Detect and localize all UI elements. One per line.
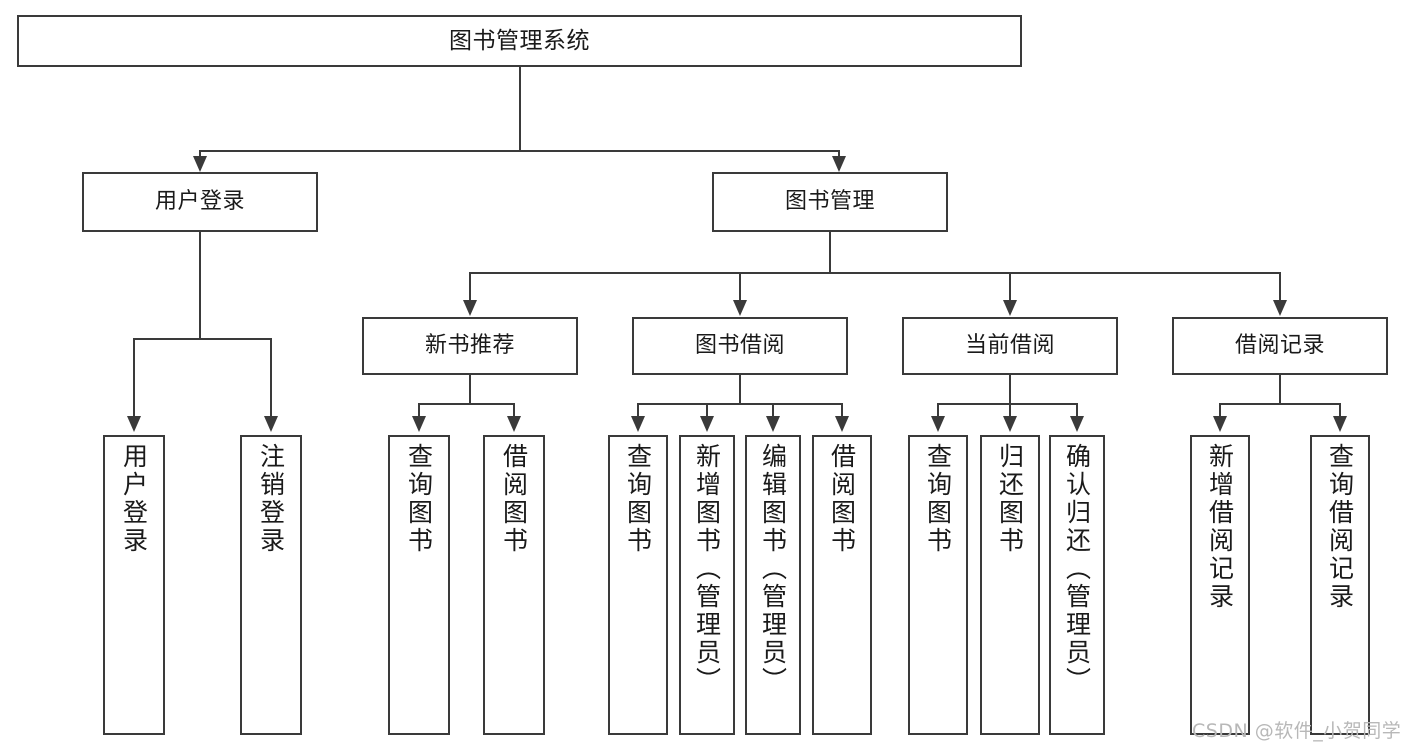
node-leaf-edit-book[interactable]: 编辑图书（管理员） <box>745 435 801 735</box>
node-leaf-query-book-br[interactable]: 查询图书 <box>608 435 668 735</box>
node-borrow-record-label: 借阅记录 <box>1234 332 1325 358</box>
edge-bb-drop-3 <box>772 403 774 418</box>
node-leaf-add-book-label: 新增图书（管理员） <box>692 443 722 695</box>
edge-bb-drop-1 <box>637 403 639 418</box>
node-leaf-confirm-return[interactable]: 确认归还（管理员） <box>1049 435 1105 735</box>
node-new-book-recommend[interactable]: 新书推荐 <box>362 317 578 375</box>
node-leaf-user-login-label: 用户登录 <box>119 443 149 555</box>
edge-bm-drop-2 <box>739 272 741 302</box>
node-leaf-borrow-book-rec[interactable]: 借阅图书 <box>483 435 545 735</box>
node-leaf-logout-login-label: 注销登录 <box>256 443 286 555</box>
arrow-to-leaf-borrow-book-br <box>835 416 849 432</box>
arrow-to-leaf-confirm-return <box>1070 416 1084 432</box>
node-book-borrow-label: 图书借阅 <box>694 332 785 358</box>
arrow-to-leaf-query-book-rec <box>412 416 426 432</box>
edge-bb-bar <box>637 403 842 405</box>
edge-nbr-drop-1 <box>418 403 420 418</box>
node-leaf-borrow-book-br[interactable]: 借阅图书 <box>812 435 872 735</box>
node-user-login[interactable]: 用户登录 <box>82 172 318 232</box>
arrow-to-leaf-add-record <box>1213 416 1227 432</box>
node-leaf-add-book[interactable]: 新增图书（管理员） <box>679 435 735 735</box>
node-book-borrow[interactable]: 图书借阅 <box>632 317 848 375</box>
node-leaf-return-book[interactable]: 归还图书 <box>980 435 1040 735</box>
node-leaf-user-login[interactable]: 用户登录 <box>103 435 165 735</box>
node-leaf-logout-login[interactable]: 注销登录 <box>240 435 302 735</box>
edge-root-bar <box>199 150 839 152</box>
node-leaf-query-book-cb-label: 查询图书 <box>923 443 953 555</box>
arrow-to-current-borrow <box>1003 300 1017 316</box>
edge-userlogin-drop-1 <box>133 338 135 418</box>
edge-userlogin-drop-2 <box>270 338 272 418</box>
node-leaf-query-book-rec-label: 查询图书 <box>404 443 434 555</box>
node-book-manage[interactable]: 图书管理 <box>712 172 948 232</box>
node-new-book-recommend-label: 新书推荐 <box>424 332 515 358</box>
node-leaf-return-book-label: 归还图书 <box>995 443 1025 555</box>
arrow-to-leaf-query-book-br <box>631 416 645 432</box>
edge-bm-drop-1 <box>469 272 471 302</box>
edge-cb-stem <box>1009 375 1011 405</box>
node-borrow-record[interactable]: 借阅记录 <box>1172 317 1388 375</box>
arrow-to-leaf-query-book-cb <box>931 416 945 432</box>
node-leaf-confirm-return-label: 确认归还（管理员） <box>1062 443 1092 695</box>
node-leaf-add-record-label: 新增借阅记录 <box>1205 443 1235 611</box>
arrow-to-leaf-user-login <box>127 416 141 432</box>
node-leaf-edit-book-label: 编辑图书（管理员） <box>758 443 788 695</box>
edge-cb-drop-2 <box>1009 403 1011 418</box>
edge-br-drop-2 <box>1339 403 1341 418</box>
edge-bm-drop-3 <box>1009 272 1011 302</box>
node-leaf-borrow-book-rec-label: 借阅图书 <box>499 443 529 555</box>
arrow-to-leaf-logout-login <box>264 416 278 432</box>
edge-root-stem <box>519 67 521 152</box>
edge-bookmanage-stem <box>829 232 831 274</box>
edge-br-drop-1 <box>1219 403 1221 418</box>
edge-bookmanage-bar <box>469 272 1280 274</box>
edge-bb-drop-4 <box>841 403 843 418</box>
node-leaf-query-book-br-label: 查询图书 <box>623 443 653 555</box>
node-leaf-add-record[interactable]: 新增借阅记录 <box>1190 435 1250 735</box>
edge-bm-drop-4 <box>1279 272 1281 302</box>
arrow-to-leaf-query-record <box>1333 416 1347 432</box>
csdn-watermark: CSDN @软件_小贺同学 <box>1192 720 1402 742</box>
node-leaf-query-book-rec[interactable]: 查询图书 <box>388 435 450 735</box>
edge-bb-drop-2 <box>706 403 708 418</box>
arrow-to-borrow-record <box>1273 300 1287 316</box>
node-root-label: 图书管理系统 <box>449 27 590 54</box>
arrow-to-leaf-return-book <box>1003 416 1017 432</box>
arrow-to-leaf-edit-book <box>766 416 780 432</box>
arrow-to-book-manage <box>832 156 846 172</box>
node-root[interactable]: 图书管理系统 <box>17 15 1022 67</box>
arrow-to-book-borrow <box>733 300 747 316</box>
edge-userlogin-bar <box>133 338 271 340</box>
edge-cb-drop-3 <box>1076 403 1078 418</box>
node-user-login-label: 用户登录 <box>154 188 245 214</box>
edge-nbr-drop-2 <box>513 403 515 418</box>
node-leaf-query-book-cb[interactable]: 查询图书 <box>908 435 968 735</box>
edge-cb-bar <box>937 403 1078 405</box>
node-current-borrow-label: 当前借阅 <box>964 332 1055 358</box>
edge-cb-drop-1 <box>937 403 939 418</box>
arrow-to-leaf-borrow-book-rec <box>507 416 521 432</box>
edge-nbr-stem <box>469 375 471 405</box>
node-leaf-query-record[interactable]: 查询借阅记录 <box>1310 435 1370 735</box>
node-leaf-query-record-label: 查询借阅记录 <box>1325 443 1355 611</box>
node-book-manage-label: 图书管理 <box>784 188 875 214</box>
arrow-to-new-book-recommend <box>463 300 477 316</box>
edge-br-stem <box>1279 375 1281 405</box>
arrow-to-user-login <box>193 156 207 172</box>
edge-nbr-bar <box>418 403 515 405</box>
arrow-to-leaf-add-book <box>700 416 714 432</box>
node-current-borrow[interactable]: 当前借阅 <box>902 317 1118 375</box>
edge-br-bar <box>1219 403 1341 405</box>
edge-userlogin-stem <box>199 232 201 340</box>
node-leaf-borrow-book-br-label: 借阅图书 <box>827 443 857 555</box>
edge-bb-stem <box>739 375 741 405</box>
